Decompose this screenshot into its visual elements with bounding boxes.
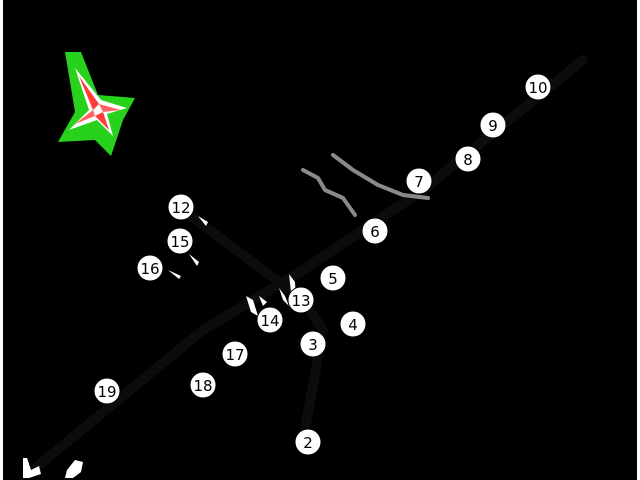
turn-marker-12: 12: [167, 193, 195, 221]
turn-marker-7: 7: [405, 167, 433, 195]
turn-marker-19: 19: [93, 377, 121, 405]
track-main-straight: [28, 55, 588, 475]
track-map-canvas: 2 3 4 5 6 7 89 10 12 13 14 15 16 17 18 19: [23, 52, 588, 478]
turn-marker-circle: [454, 145, 482, 173]
turn-marker-circle: [93, 377, 121, 405]
turn-marker-label: 4: [348, 316, 358, 334]
turn-marker-5: 5: [319, 264, 347, 292]
compass-south-point: [95, 112, 109, 130]
turn-marker-label: 8: [463, 151, 473, 169]
turn-marker-14: 14: [256, 306, 284, 334]
turn-marker-label: 6: [370, 223, 380, 241]
kerb-marks: [168, 216, 296, 316]
turn-marker-circle: [166, 227, 194, 255]
track-inner-section: [178, 205, 329, 445]
turn-marker-4: 4: [339, 310, 367, 338]
turn-marker-label: 10: [528, 79, 547, 97]
turn-marker-label: 17: [225, 346, 244, 364]
compass-east-point: [99, 104, 121, 112]
turn-marker-label: 16: [140, 260, 159, 278]
turn-marker-17: 17: [221, 340, 249, 368]
turn-marker-circle: [189, 371, 217, 399]
turn-marker-circle: [339, 310, 367, 338]
start-finish-flag-icon: [23, 458, 83, 478]
turn-marker-label: 18: [193, 377, 212, 395]
turn-marker-label: 2: [303, 434, 313, 452]
kerb-mark: [168, 270, 181, 279]
turn-marker-15: 15: [166, 227, 194, 255]
turn-marker-2: 2: [294, 428, 322, 456]
turn-marker-label: 9: [488, 117, 498, 135]
turn-marker-label: 14: [260, 312, 279, 330]
kerb-mark: [246, 296, 258, 316]
kerb-mark: [279, 288, 289, 306]
turn-marker-8: 8: [454, 145, 482, 173]
turn-marker-10: 10: [524, 73, 552, 101]
turn-marker-circle: [361, 217, 389, 245]
turn-marker-label: 5: [328, 270, 338, 288]
turn-marker-circle: [524, 73, 552, 101]
compass-west-point: [75, 110, 95, 124]
turn-marker-label: 19: [97, 383, 116, 401]
kerb-mark: [189, 254, 199, 266]
turn-marker-circle: [287, 286, 315, 314]
turn-marker-label: 15: [170, 233, 189, 251]
turn-marker-circle: [221, 340, 249, 368]
turn-marker-16: 16: [136, 254, 164, 282]
turn-marker-circle: [256, 306, 284, 334]
turn-marker-label: 12: [171, 199, 190, 217]
turn-marker-label: 13: [291, 292, 310, 310]
turn-marker-circle: [299, 330, 327, 358]
turn-marker-circle: [479, 111, 507, 139]
turn-marker-3: 3: [299, 330, 327, 358]
turn-marker-circle: [319, 264, 347, 292]
turn-marker-13: 13: [287, 286, 315, 314]
north-arrow-compass-icon: [58, 52, 135, 156]
kerb-mark: [198, 216, 208, 226]
kerb-mark: [259, 296, 267, 306]
pit-lane-right: [331, 153, 430, 200]
pit-lane-left: [301, 168, 357, 217]
turn-marker-label: 3: [308, 336, 318, 354]
turn-marker-9: 9: [479, 111, 507, 139]
compass-north-point: [79, 76, 99, 110]
turn-marker-circle: [294, 428, 322, 456]
pit-lane: [301, 153, 430, 217]
turn-marker-18: 18: [189, 371, 217, 399]
turn-marker-circle: [167, 193, 195, 221]
turn-marker-circle: [405, 167, 433, 195]
turn-marker-6: 6: [361, 217, 389, 245]
turn-markers: 2 3 4 5 6 7 89 10 12 13 14 15 16 17 18 19: [93, 73, 552, 456]
turn-marker-label: 7: [414, 173, 424, 191]
turn-marker-circle: [136, 254, 164, 282]
track-outline: [28, 55, 588, 475]
